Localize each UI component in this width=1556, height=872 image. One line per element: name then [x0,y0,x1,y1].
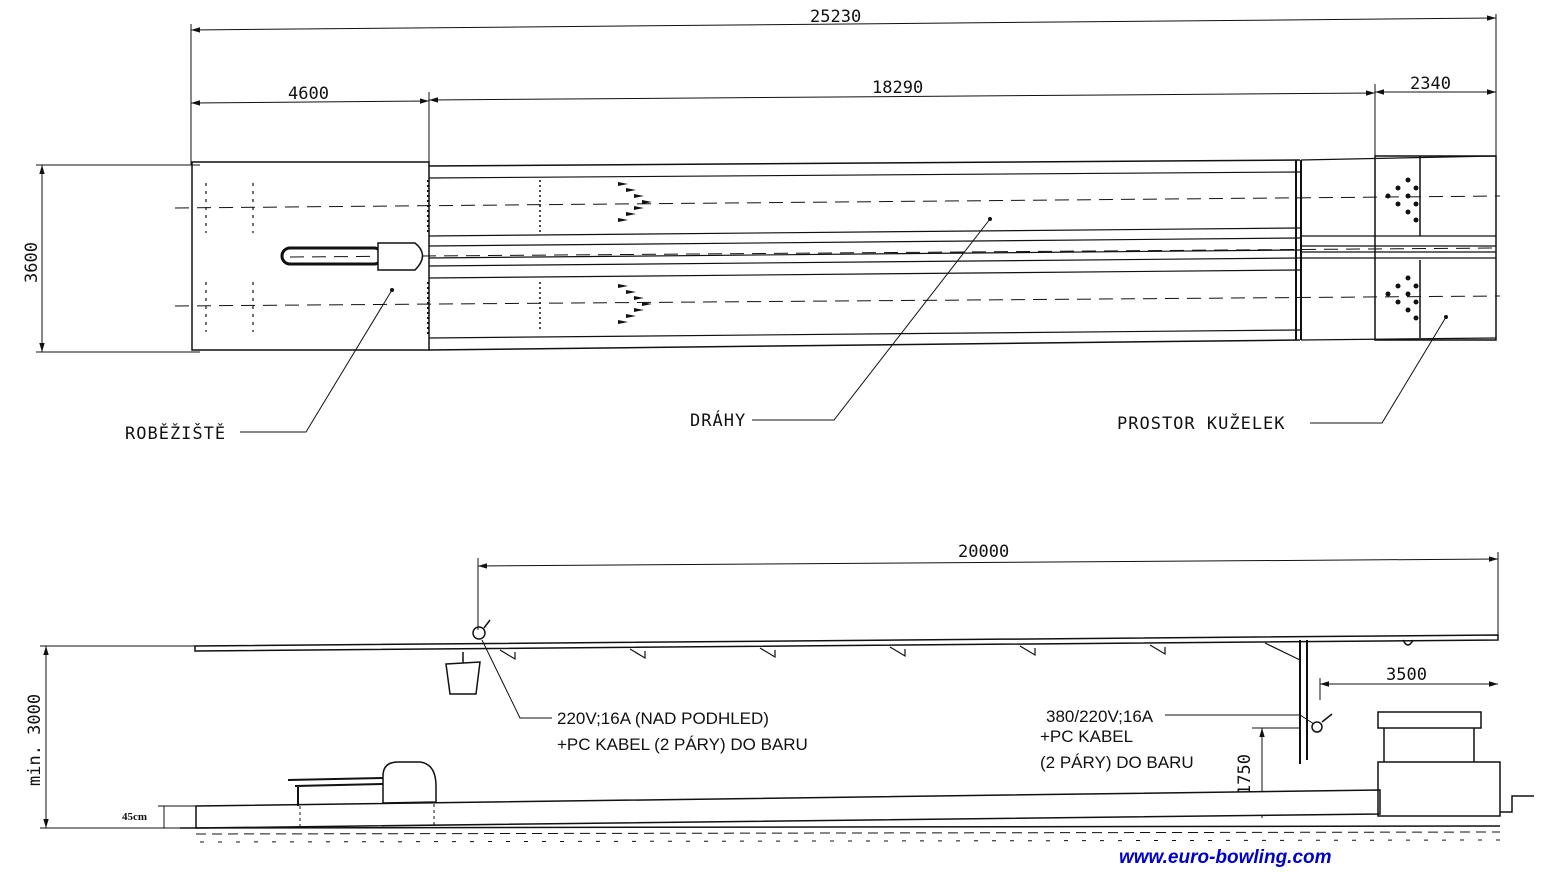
lane-floor [195,789,1381,829]
dim-socket-height: 1750 [1235,754,1255,795]
leader-pins [1310,316,1447,424]
label-pin-area: PROSTOR KUŽELEK [1117,412,1286,434]
dim-total: 25230 [810,7,861,27]
score-monitor [445,661,481,695]
label-approach: ROBĚŽIŠTĚ [125,422,226,444]
note-left-power: 220V;16A (NAD PODHLED) [557,709,769,728]
leader-socket-right [1165,714,1315,725]
socket-right-icon [1311,721,1323,733]
note-right-pairs: (2 PÁRY) DO BARU [1040,753,1194,772]
leader-lanes [752,218,991,421]
label-lanes: DRÁHY [690,409,746,431]
dim-line-lanes [428,90,1376,103]
leader-approach [240,289,393,433]
suspended-ceiling [194,634,1499,652]
plan-view: 25230 4600 18290 2340 3600 [22,7,1501,444]
dim-width: 3600 [22,242,42,283]
pinsetter-top [1377,711,1482,729]
approach-markers [205,180,541,334]
website-watermark: www.euro-bowling.com [1119,847,1332,868]
dim-pins: 2340 [1410,74,1451,94]
pin-deck-area [1374,155,1497,341]
section-view: 20000 min. 3000 1 [25,542,1534,843]
dim-lanes: 18290 [872,78,923,98]
note-right-power: 380/220V;16A [1046,707,1154,726]
leader-socket-left [481,639,552,719]
dim-pinsetter: 3500 [1386,665,1427,685]
dim-height: min. 3000 [25,694,45,786]
note-left-cable: +PC KABEL (2 PÁRY) DO BARU [557,735,808,754]
dim-line-span [477,556,1499,569]
pin-spots [1385,177,1419,321]
dim-approach: 4600 [288,84,329,104]
bench [287,777,386,806]
socket-left-icon [472,626,486,640]
dim-step: 45cm [122,811,147,823]
ball-return-hood [377,242,424,271]
dim-line-approach [190,98,430,106]
note-right-cable: +PC KABEL [1040,727,1133,746]
pinsetter-body [1377,761,1501,817]
dim-span: 20000 [958,542,1009,562]
dim-line-total [190,15,1497,33]
lane-arrows [618,182,652,324]
ceiling-hangers [499,642,1301,661]
ground-hatching [195,831,1501,843]
ball-return-section [382,761,437,804]
